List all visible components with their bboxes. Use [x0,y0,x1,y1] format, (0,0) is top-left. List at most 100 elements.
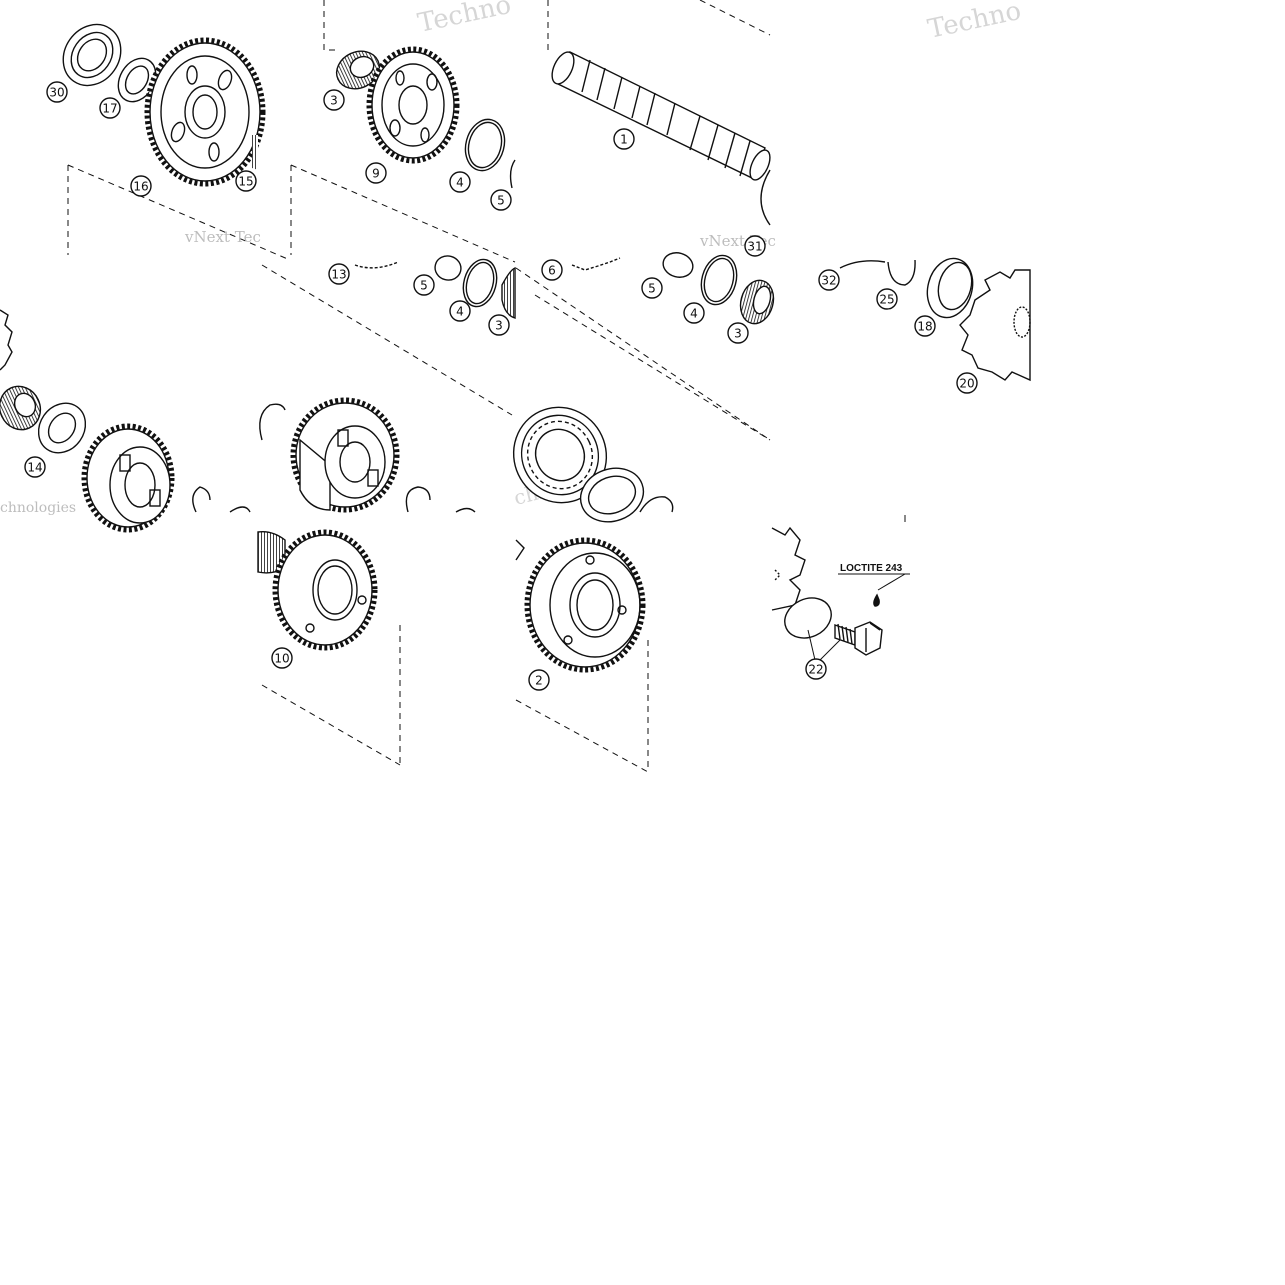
dashed-guides [67,0,771,773]
seal-ring-part-row3 [579,467,645,523]
shaft-part-1 [551,51,771,181]
oring-part-25 [887,259,916,286]
callout-label: 1 [620,133,628,147]
callout-label: 25 [879,293,894,307]
ball-bearing-part-30 [62,23,122,87]
callout-4b: 4 [449,300,471,322]
callout-label: 3 [495,319,503,333]
ring-part-31-edge [760,169,771,226]
callout-label: 3 [330,94,338,108]
callout-9: 9 [365,162,387,184]
loctite-annotation: LOCTITE 243 [840,563,903,574]
ring-part-4b [462,258,498,308]
callout-label: 18 [917,320,932,334]
gear-part-2 [524,537,646,673]
circlip-part-row3c [405,486,476,513]
callout-label: 22 [808,663,823,677]
callout-20: 20 [956,372,978,394]
callout-label: 9 [372,167,380,181]
callout-label: 5 [497,194,505,208]
callout-label: 14 [27,461,42,475]
gear-part-9 [366,46,460,164]
needle-bearing-part-14a [0,385,42,431]
watermark-text: chnologies [0,500,76,516]
callout-label: 16 [133,180,148,194]
callout-label: 4 [456,176,464,190]
circlip-part-5b [434,255,462,281]
sprocket-part-20 [959,269,1031,382]
needle-bearing-part-3c [739,279,775,325]
bushing-part-18 [926,257,974,319]
callout-label: 13 [331,268,346,282]
circlip-part-row3a [192,486,251,513]
callout-10: 10 [271,647,293,669]
watermark-text: Techno [415,0,514,39]
callout-22: 22 [805,658,827,680]
callout-label: 20 [959,377,974,391]
callout-4c: 4 [683,302,705,324]
callout-label: 5 [420,279,428,293]
oring-part-row3 [639,496,674,513]
sprocket-edge-part-20b [771,526,806,611]
callout-18: 18 [914,315,936,337]
ring-part-4 [464,118,506,172]
callout-4: 4 [449,171,471,193]
callout-label: 31 [747,240,762,254]
shift-gear-part-14b [81,423,175,533]
gear-part-15-edge [252,135,258,170]
callout-3c: 3 [727,322,749,344]
callout-3: 3 [323,89,345,111]
callout-13: 13 [328,263,350,285]
circlip-part-5 [509,159,516,189]
needle-bearing-part-3b [501,266,516,319]
callout-32: 32 [818,269,840,291]
gear-part-edge-left [0,309,13,371]
callout-5: 5 [490,189,512,211]
callout-label: 2 [535,674,543,688]
callout-31: 31 [744,235,766,257]
callout-label: 10 [274,652,289,666]
circlip-part-5c [662,252,694,278]
gear-part-10 [272,529,378,651]
callout-16: 16 [130,175,152,197]
callout-label: 32 [821,274,836,288]
ring-part-4c [700,254,738,306]
callout-label: 3 [734,327,742,341]
loctite-drop-icon [873,593,880,607]
gear-part-edge-row4 [515,539,525,561]
callout-5c: 5 [641,277,663,299]
callouts: 30 17 16 15 3 9 4 5 1 31 13 5 4 3 6 5 4 … [24,81,978,691]
shift-gear-part-row3 [290,397,400,513]
callout-label: 6 [548,264,556,278]
callout-label: 5 [648,282,656,296]
callout-30: 30 [46,81,68,103]
callout-2: 2 [528,669,550,691]
callout-label: 4 [690,307,698,321]
watermark-text: Techno [925,0,1024,45]
gear-part-6-edge [571,257,621,271]
watermark-text: vNext Tec [184,228,261,246]
leader-lines [807,515,910,661]
callout-15: 15 [235,170,257,192]
callout-3b: 3 [488,314,510,336]
callout-17: 17 [99,97,121,119]
callout-6: 6 [541,259,563,281]
callout-5b: 5 [413,274,435,296]
callout-label: 17 [102,102,117,116]
washer-part-22 [784,597,832,639]
gear-part-16 [144,37,266,187]
needle-bearing-part-3 [335,50,381,90]
callout-label: 30 [49,86,64,100]
callout-25: 25 [876,288,898,310]
callout-14: 14 [24,456,46,478]
callout-1: 1 [613,128,635,150]
thrust-washer-part-14 [37,402,87,454]
callout-label: 4 [456,305,464,319]
bolt-part-22 [834,621,883,656]
ring-part-32-edge [839,260,886,269]
gear-part-13-edge [354,261,399,269]
circlip-part-row3b [259,403,286,441]
callout-label: 15 [238,175,253,189]
